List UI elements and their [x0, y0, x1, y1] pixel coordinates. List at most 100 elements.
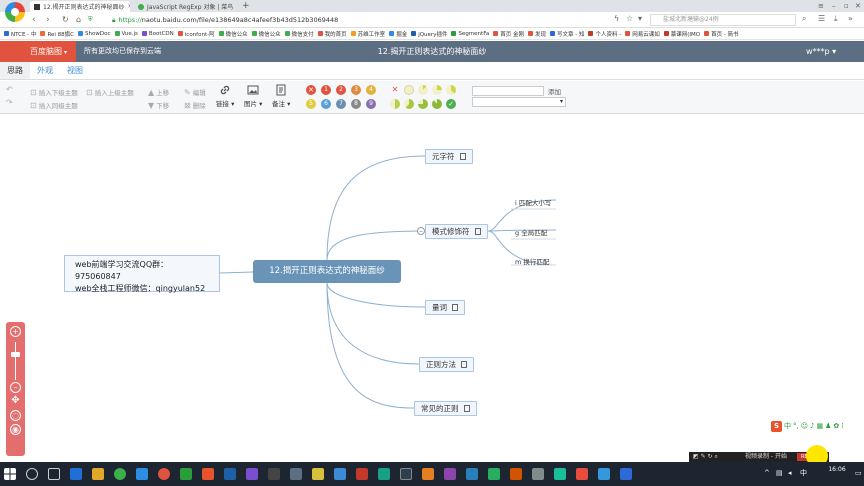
bookmark-item[interactable]: 首页 - 简书: [704, 30, 739, 38]
file-explorer-icon[interactable]: [92, 468, 104, 480]
bookmark-item[interactable]: NTCE - 中: [4, 30, 36, 38]
menu-icon[interactable]: ≡: [818, 2, 824, 10]
subtopic-g-flag[interactable]: g 全局匹配: [515, 229, 548, 237]
priority-2-badge[interactable]: 2: [336, 85, 346, 95]
ime-emoji-icon[interactable]: ☺: [800, 422, 809, 430]
taskbar-app-icon[interactable]: [532, 468, 544, 480]
bookmark-item[interactable]: jQuery插件: [411, 30, 447, 38]
taskbar-app-icon[interactable]: [554, 468, 566, 480]
collapse-icon[interactable]: –: [417, 227, 425, 235]
progress-0-icon[interactable]: [404, 85, 414, 95]
ime-menu-icon[interactable]: ⁞: [841, 422, 844, 430]
bookmark-star-icon[interactable]: ☆: [626, 14, 634, 23]
subtopic-m-flag[interactable]: m 换行匹配: [515, 258, 550, 266]
priority-3-badge[interactable]: 3: [351, 85, 361, 95]
progress-1-icon[interactable]: [418, 85, 428, 95]
browser-logo-icon[interactable]: [5, 2, 25, 22]
taskbar-app-icon[interactable]: [158, 468, 170, 480]
volume-icon[interactable]: ◂: [788, 469, 792, 477]
brand-menu[interactable]: 百度脑图▾: [0, 41, 76, 62]
more-icon[interactable]: »: [848, 14, 853, 23]
topic-pattern-modifiers[interactable]: 模式修饰符: [425, 224, 488, 239]
browser-tab-active[interactable]: 12.揭开正则表达式的神秘面纱 ✕: [30, 1, 130, 12]
note-icon[interactable]: [461, 361, 467, 368]
taskbar-app-icon[interactable]: [70, 468, 82, 480]
priority-8-badge[interactable]: 8: [351, 99, 361, 109]
taskbar-app-icon[interactable]: [598, 468, 610, 480]
bookmark-item[interactable]: 网易云课如: [625, 30, 660, 38]
progress-done-icon[interactable]: ✓: [446, 99, 456, 109]
priority-7-badge[interactable]: 7: [336, 99, 346, 109]
insert-child-button[interactable]: ⊡插入下级主题: [30, 87, 78, 98]
system-clock[interactable]: 16:06: [828, 466, 846, 473]
taskbar-app-icon[interactable]: [488, 468, 500, 480]
bookmark-item[interactable]: Rei 88旗C: [40, 30, 74, 38]
bookmark-item[interactable]: 发现: [527, 30, 546, 38]
bookmark-item[interactable]: 首页 金刚: [493, 30, 524, 38]
minimize-icon[interactable]: –: [832, 2, 836, 10]
zoom-in-icon[interactable]: +: [10, 326, 21, 337]
topic-regex-methods[interactable]: 正则方法: [419, 357, 474, 372]
taskbar-app-icon[interactable]: [290, 468, 302, 480]
move-down-button[interactable]: ▼下移: [148, 100, 170, 111]
taskbar-app-icon[interactable]: [576, 468, 588, 480]
taskbar-app-icon[interactable]: [422, 468, 434, 480]
taskbar-app-icon[interactable]: [334, 468, 346, 480]
bookmark-item[interactable]: Vue.js: [114, 31, 138, 37]
new-tab-icon[interactable]: +: [242, 1, 250, 11]
browser-tab[interactable]: JavaScript RegExp 对象 | 菜鸟 ✕: [134, 1, 234, 12]
ime-mic-icon[interactable]: ♪: [810, 422, 815, 430]
progress-2-icon[interactable]: [432, 85, 442, 95]
taskbar-app-icon[interactable]: [136, 468, 148, 480]
note-icon[interactable]: [474, 228, 481, 235]
bookmark-item[interactable]: 慕课网(IMO: [663, 30, 700, 38]
flash-icon[interactable]: ϟ: [614, 14, 620, 23]
progress-6-icon[interactable]: [418, 99, 428, 109]
move-canvas-icon[interactable]: ✥: [11, 395, 20, 406]
remove-priority-icon[interactable]: ✕: [306, 85, 316, 95]
topic-common-regex[interactable]: 常见的正则: [414, 401, 477, 416]
priority-4-badge[interactable]: 4: [366, 85, 376, 95]
ime-user-icon[interactable]: ♟: [825, 422, 832, 430]
floating-note[interactable]: web前端学习交流QQ群：975060847 web全栈工程师微信：qingyu…: [64, 255, 220, 293]
undo-icon[interactable]: ↶: [6, 85, 13, 94]
taskbar-app-icon[interactable]: [180, 468, 192, 480]
preview-eye-icon[interactable]: ◉: [10, 424, 21, 435]
close-window-icon[interactable]: ✕: [855, 2, 861, 10]
bookmark-item[interactable]: 微信公众: [251, 30, 281, 38]
topic-quantifiers[interactable]: 量词: [425, 300, 465, 315]
recorder-tools-icon[interactable]: ◩ ✎ ↻ ⌕: [693, 453, 718, 460]
resource-dropdown[interactable]: ▾: [472, 97, 566, 107]
taskbar-app-icon[interactable]: [246, 468, 258, 480]
priority-5-badge[interactable]: 5: [306, 99, 316, 109]
bookmark-item[interactable]: 个人资料 -: [588, 30, 621, 38]
link-button[interactable]: 链接 ▾: [216, 84, 234, 108]
taskbar-app-icon[interactable]: [224, 468, 236, 480]
close-tab-icon[interactable]: ✕: [233, 3, 234, 10]
ime-keyboard-icon[interactable]: ▦: [816, 422, 824, 430]
taskbar-app-icon[interactable]: [356, 468, 368, 480]
locate-root-icon[interactable]: ◌: [10, 410, 21, 421]
bookmark-item[interactable]: SegmentFa: [451, 31, 489, 37]
bookmark-item[interactable]: BootCDN: [141, 31, 174, 37]
forward-icon[interactable]: ›: [46, 15, 50, 25]
priority-9-badge[interactable]: 9: [366, 99, 376, 109]
notification-icon[interactable]: ▭: [855, 469, 862, 477]
taskbar-app-icon[interactable]: [444, 468, 456, 480]
priority-1-badge[interactable]: 1: [321, 85, 331, 95]
extension-icon[interactable]: ☰: [818, 14, 826, 23]
taskbar-app-icon[interactable]: [378, 468, 390, 480]
dropdown-icon[interactable]: ▾: [638, 14, 643, 23]
insert-parent-button[interactable]: ⊡插入上级主题: [86, 87, 134, 98]
url-field[interactable]: 🔒︎ https:// naotu.baidu.com/file/e138649…: [112, 16, 339, 24]
ime-chinese-icon[interactable]: 中: [784, 422, 791, 430]
bookmark-item[interactable]: iconfont-阿: [177, 30, 215, 38]
note-icon[interactable]: [452, 304, 458, 311]
tray-arrow-icon[interactable]: ^: [764, 469, 770, 477]
browser-taskbar-icon[interactable]: [114, 468, 126, 480]
bookmark-item[interactable]: ShowDoc: [78, 31, 111, 37]
back-icon[interactable]: ‹: [32, 15, 36, 25]
shield-icon[interactable]: ⛨: [88, 16, 93, 23]
search-icon[interactable]: ⌕: [802, 14, 807, 23]
taskbar-app-icon[interactable]: [202, 468, 214, 480]
